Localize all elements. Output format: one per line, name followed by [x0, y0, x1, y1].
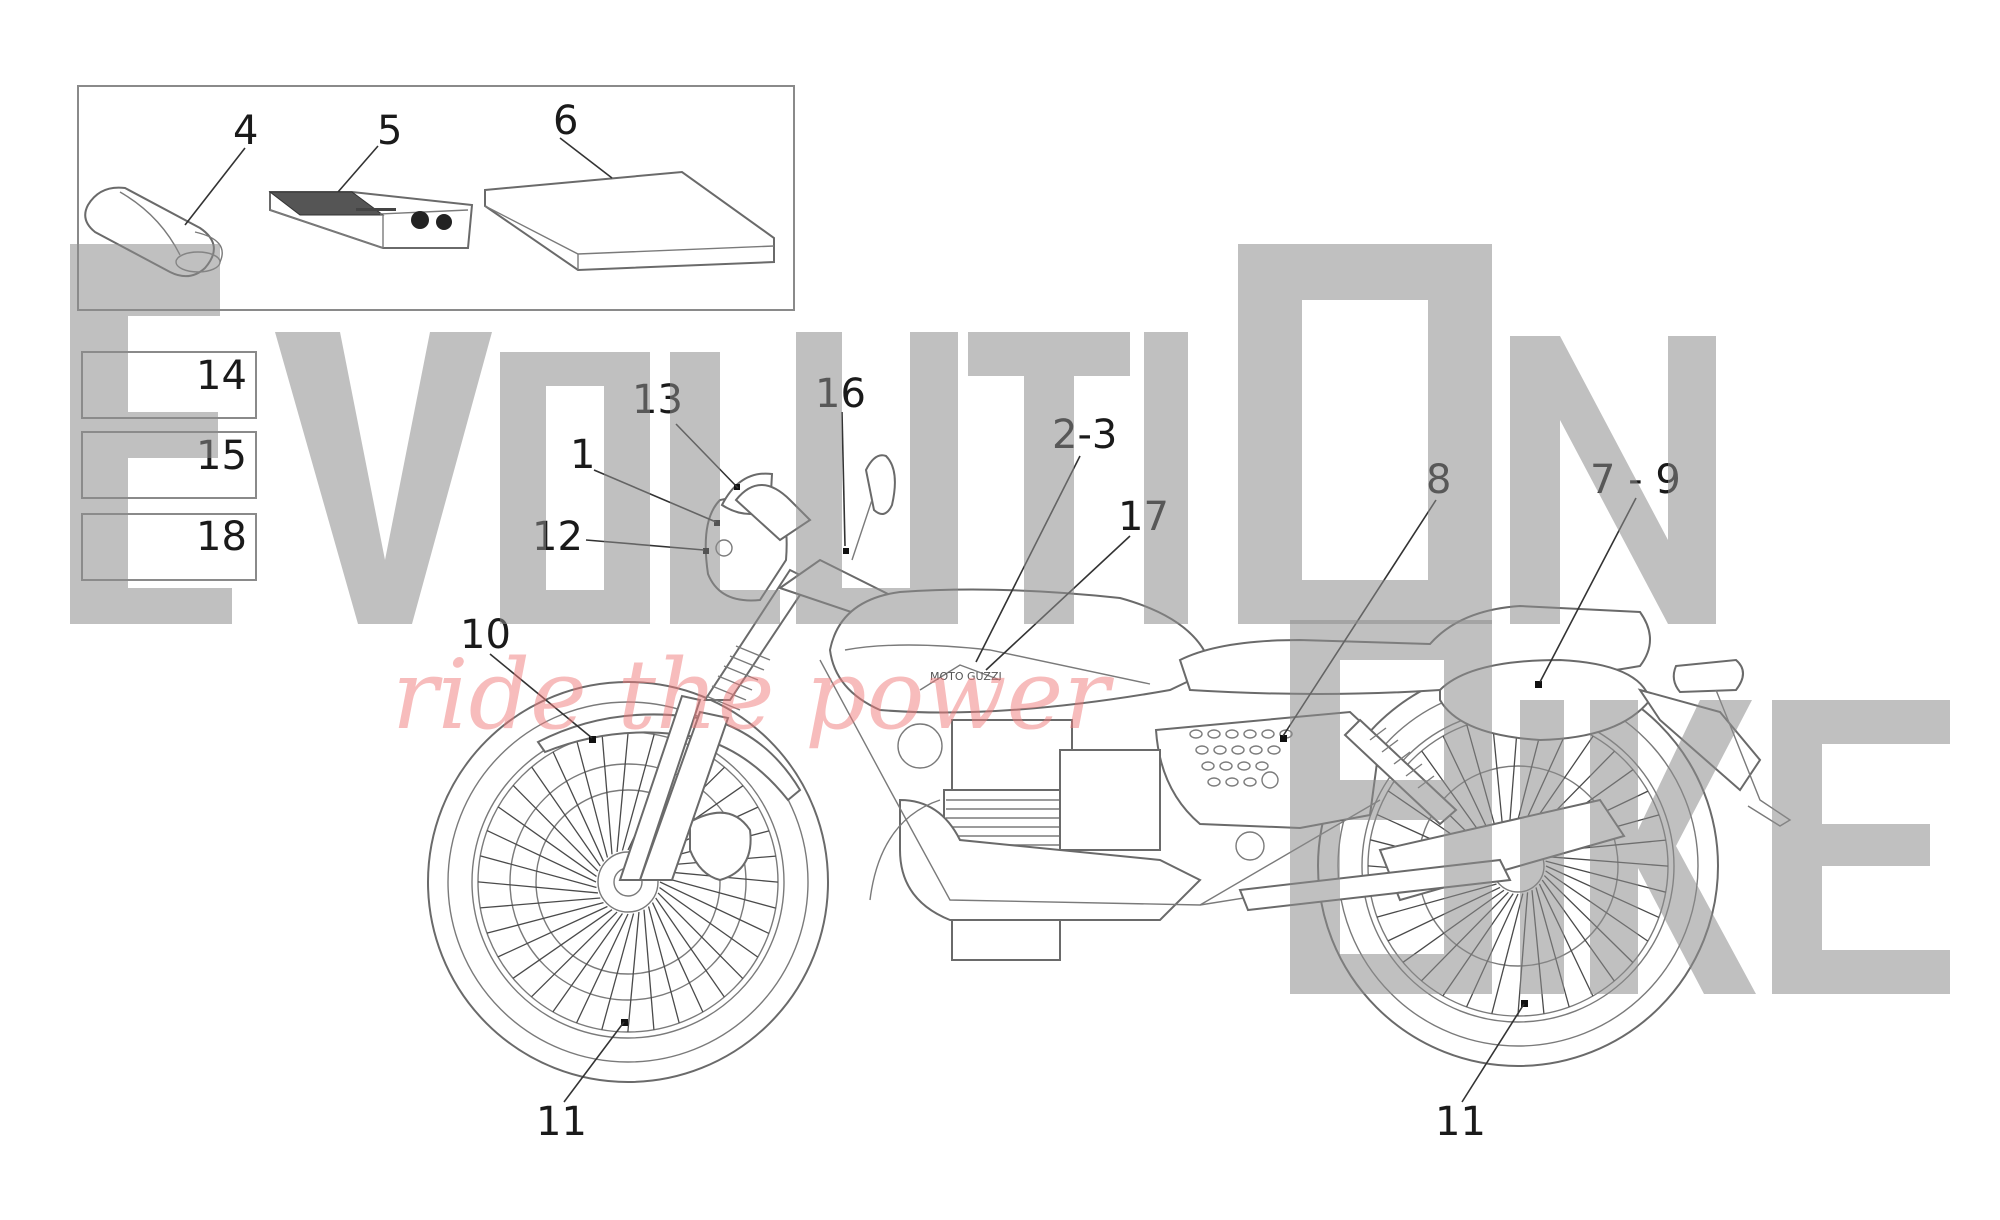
side-panel-vent — [1207, 729, 1221, 739]
side-panel-vent — [1237, 761, 1251, 771]
wheel-spoke — [643, 909, 655, 1030]
callout-5: 5 — [377, 108, 402, 154]
wheel-spoke — [497, 905, 608, 958]
wheel-spoke — [531, 911, 618, 998]
side-panel-vent — [1231, 745, 1245, 755]
wheel-spoke — [651, 902, 704, 1013]
side-panel-vent — [1219, 761, 1233, 771]
side-panel-vent — [1189, 729, 1203, 739]
wheel-spoke — [512, 785, 599, 872]
watermark-tagline: ride the power — [392, 639, 1114, 751]
wheel-spoke — [655, 897, 725, 998]
manual-booklet-illustration — [268, 191, 474, 249]
side-panel-vent — [1201, 761, 1215, 771]
wheel-spoke — [659, 881, 770, 935]
wheel-spoke — [486, 901, 604, 934]
tank-logo: MOTO GUZZI — [930, 670, 1002, 683]
callout-14: 14 — [196, 353, 247, 399]
watermark-letters — [70, 244, 1950, 994]
side-panel-vent — [1213, 745, 1227, 755]
callout-11-rear: 11 — [1435, 1099, 1486, 1145]
wheel-spoke — [497, 806, 597, 877]
watermark: ride the power — [70, 244, 1950, 994]
side-panel-vent — [1207, 777, 1221, 787]
callout-4: 4 — [233, 108, 258, 154]
wheel-spoke — [512, 909, 613, 979]
wheel-spoke — [627, 912, 640, 1033]
wheel-spoke — [647, 906, 680, 1024]
engine — [897, 719, 1265, 961]
wheel-spoke — [575, 913, 629, 1024]
callout-1: 1 — [570, 432, 595, 478]
document-pack-illustration — [484, 170, 775, 272]
wheel-spoke — [659, 875, 776, 909]
accessories-box — [77, 85, 795, 311]
side-panel-vent — [1261, 729, 1275, 739]
wheel-spoke — [601, 734, 613, 855]
wheel-spoke — [1491, 893, 1524, 1014]
side-panel-vent — [1243, 729, 1257, 739]
side-panel-vent — [1255, 761, 1269, 771]
wheel-spoke — [480, 855, 597, 889]
wheel-spoke — [576, 740, 609, 858]
wheel-spoke — [477, 881, 598, 894]
wheel-spoke — [486, 829, 597, 883]
wheel-spoke — [552, 913, 623, 1013]
callout-18: 18 — [196, 514, 247, 560]
wheel-spoke — [531, 766, 601, 867]
callout-6: 6 — [553, 98, 578, 144]
front-wheel — [427, 681, 829, 1083]
wheel-spoke — [480, 897, 601, 909]
wheel-spoke — [1491, 718, 1505, 842]
side-panel-vent — [1225, 777, 1239, 787]
wheel-spoke — [601, 913, 635, 1030]
wheel-spoke — [552, 751, 605, 862]
callout-11-front: 11 — [536, 1099, 587, 1145]
wheel-spoke — [657, 892, 744, 979]
wheel-spoke — [621, 734, 655, 851]
side-panel-vent — [1225, 729, 1239, 739]
side-panel-vent — [1243, 777, 1257, 787]
side-panel-vent — [1249, 745, 1263, 755]
side-panel-vent — [1267, 745, 1281, 755]
wheel-spoke — [616, 731, 629, 852]
side-panel-vent — [1195, 745, 1209, 755]
wheel-spoke — [659, 887, 759, 958]
